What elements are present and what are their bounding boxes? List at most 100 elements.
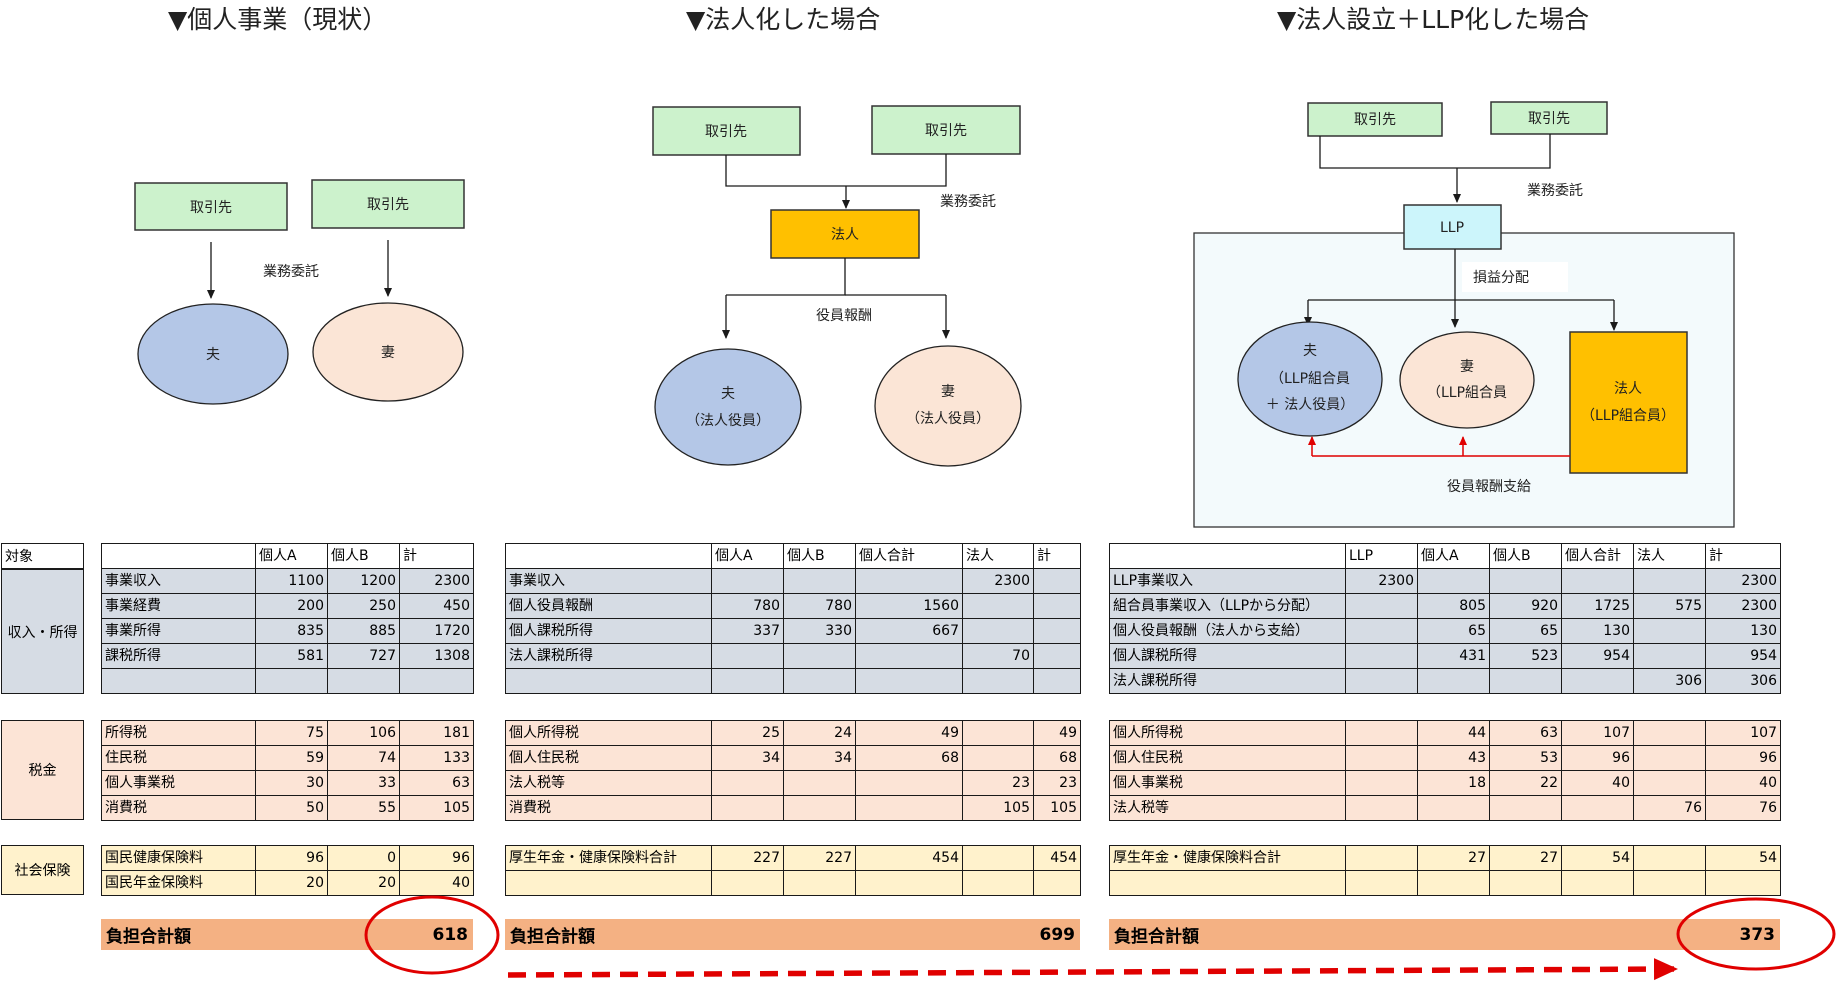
total-label: 負担合計額 [106,927,191,947]
cell: 25 [711,720,784,746]
cell: 780 [783,593,856,619]
cell [711,643,784,669]
sole-total-bar: 負担合計額 618 [101,919,473,950]
cell: 54 [1561,845,1634,871]
cell: 68 [1033,745,1081,771]
cell: 18 [1417,770,1490,796]
cell: 33 [327,770,400,796]
insurance-category: 社会保険 [1,845,84,895]
outsource-label: 業務委託 [263,264,319,280]
connector [725,154,947,187]
cell: 454 [1033,845,1081,871]
husband-label: 夫 [206,347,220,363]
cell [1489,795,1562,821]
title-sole-proprietor: ▼個人事業（現状） [168,5,388,34]
header-cell: LLP [1345,543,1418,569]
cell: 227 [711,845,784,871]
cell: 1100 [255,568,328,594]
cell: 76 [1633,795,1706,821]
cell [783,770,856,796]
corporation-label: 法人 [831,227,859,243]
cell [1345,795,1418,821]
wife-label: 妻 [941,384,955,400]
cell: 23 [1033,770,1081,796]
client-label: 取引先 [925,123,967,139]
cell: 43 [1417,745,1490,771]
cell: 55 [327,795,400,821]
total-value: 618 [432,924,469,945]
header-cell: 計 [1033,543,1081,569]
cell: 306 [1633,668,1706,694]
cell: 107 [1705,720,1781,746]
cell [962,720,1034,746]
cell [1633,870,1706,896]
cell [1345,720,1418,746]
cell: 75 [255,720,328,746]
cell: 105 [399,795,474,821]
outsource-label: 業務委託 [1527,183,1583,199]
cell [1417,870,1490,896]
row-label: 個人事業税 [101,770,256,796]
cell: 920 [1489,593,1562,619]
cell: 133 [399,745,474,771]
cell [855,668,963,694]
cell [1345,668,1418,694]
cell: 581 [255,643,328,669]
cell [1417,668,1490,694]
row-label: 法人課税所得 [1109,668,1346,694]
cell [855,870,963,896]
tax-category: 税金 [1,720,84,820]
cell [783,668,856,694]
client-box [652,106,801,156]
cell [1561,668,1634,694]
total-label: 負担合計額 [1114,927,1199,947]
cell [783,795,856,821]
row-label: 組合員事業収入（LLPから分配） [1109,593,1346,619]
llp-box [1403,204,1502,250]
row-label: 消費税 [505,795,712,821]
cell: 337 [711,618,784,644]
diagram-sole: 取引先 取引先 業務委託 夫 妻 [134,179,465,405]
row-label: 法人課税所得 [505,643,712,669]
cell: 27 [1489,845,1562,871]
cell: 27 [1417,845,1490,871]
cell: 74 [327,745,400,771]
cell: 22 [1489,770,1562,796]
row-label: 個人所得税 [505,720,712,746]
cell [711,770,784,796]
header-cell: 個人B [1489,543,1562,569]
cell: 34 [711,745,784,771]
header-cell: 個人A [1417,543,1490,569]
cell: 780 [711,593,784,619]
cell: 23 [962,770,1034,796]
cell [1561,795,1634,821]
cell: 105 [1033,795,1081,821]
total-label: 負担合計額 [510,927,595,947]
cell: 34 [783,745,856,771]
structure-diagrams: 取引先 取引先 業務委託 夫 妻 取引先 取引先 業務委託 法人 役員報酬 夫 … [134,101,1735,528]
cell [1561,568,1634,594]
row-label: LLP事業収入 [1109,568,1346,594]
client-label: 取引先 [367,197,409,213]
cell: 200 [255,593,328,619]
cell [855,770,963,796]
cell [962,745,1034,771]
salary-pay-label: 役員報酬支給 [1447,479,1531,495]
header-cell [1109,543,1346,569]
cell [1345,845,1418,871]
income-category: 収入・所得 [1,569,84,694]
wife-role: （LLP組合員 [1427,385,1507,401]
cell [711,870,784,896]
